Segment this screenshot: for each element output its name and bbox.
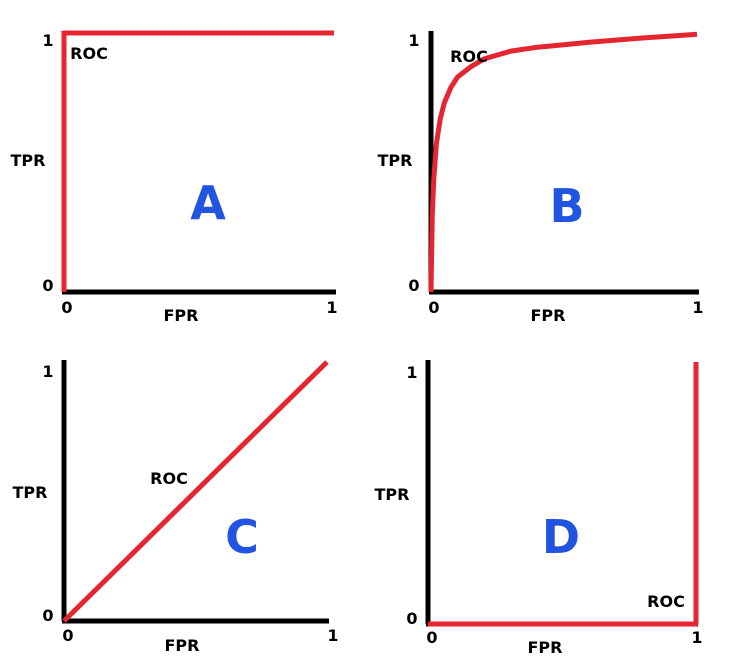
y-tick-label-0: 0 [406, 609, 417, 628]
y-tick-label-1: 1 [42, 31, 53, 50]
x-tick-label-0: 0 [62, 626, 73, 645]
panel-letter-c: C [225, 510, 259, 564]
y-tick-label-0: 0 [408, 276, 419, 295]
x-tick-label-0: 0 [428, 298, 439, 317]
y-tick-label-1: 1 [42, 362, 53, 381]
y-axis-label: TPR [378, 151, 413, 170]
x-tick-label-1: 1 [326, 298, 337, 317]
y-axis-label: TPR [11, 151, 46, 170]
roc-curve-d [428, 362, 699, 627]
x-tick-label-1: 1 [692, 298, 703, 317]
x-tick-label-0: 0 [61, 298, 72, 317]
roc-curve-c [62, 360, 329, 623]
x-axis-label: FPR [531, 306, 566, 325]
x-axis-label: FPR [164, 306, 199, 325]
y-tick-label-0: 0 [42, 606, 53, 625]
y-axis-label: TPR [13, 483, 48, 502]
x-tick-label-1: 1 [327, 626, 338, 645]
panel-d [425, 360, 698, 627]
x-tick-label-0: 0 [426, 628, 437, 647]
y-tick-label-1: 1 [408, 31, 419, 50]
y-tick-label-0: 0 [42, 276, 53, 295]
panel-a [61, 31, 336, 295]
panel-letter-b: B [549, 179, 584, 233]
roc-curve-a [61, 30, 334, 292]
roc-curve-b [428, 31, 698, 293]
y-axis-label: TPR [375, 485, 410, 504]
y-tick-label-1: 1 [406, 363, 417, 382]
roc-curve-label: ROC [150, 469, 188, 488]
panel-c [61, 360, 329, 624]
roc-curve-label: ROC [450, 47, 488, 66]
roc-curve-label: ROC [70, 44, 108, 63]
x-tick-label-1: 1 [691, 628, 702, 647]
panel-letter-d: D [542, 510, 580, 564]
x-axis-label: FPR [165, 636, 200, 655]
roc-curve-label: ROC [647, 592, 685, 611]
panel-letter-a: A [190, 176, 226, 230]
x-axis-label: FPR [528, 638, 563, 657]
